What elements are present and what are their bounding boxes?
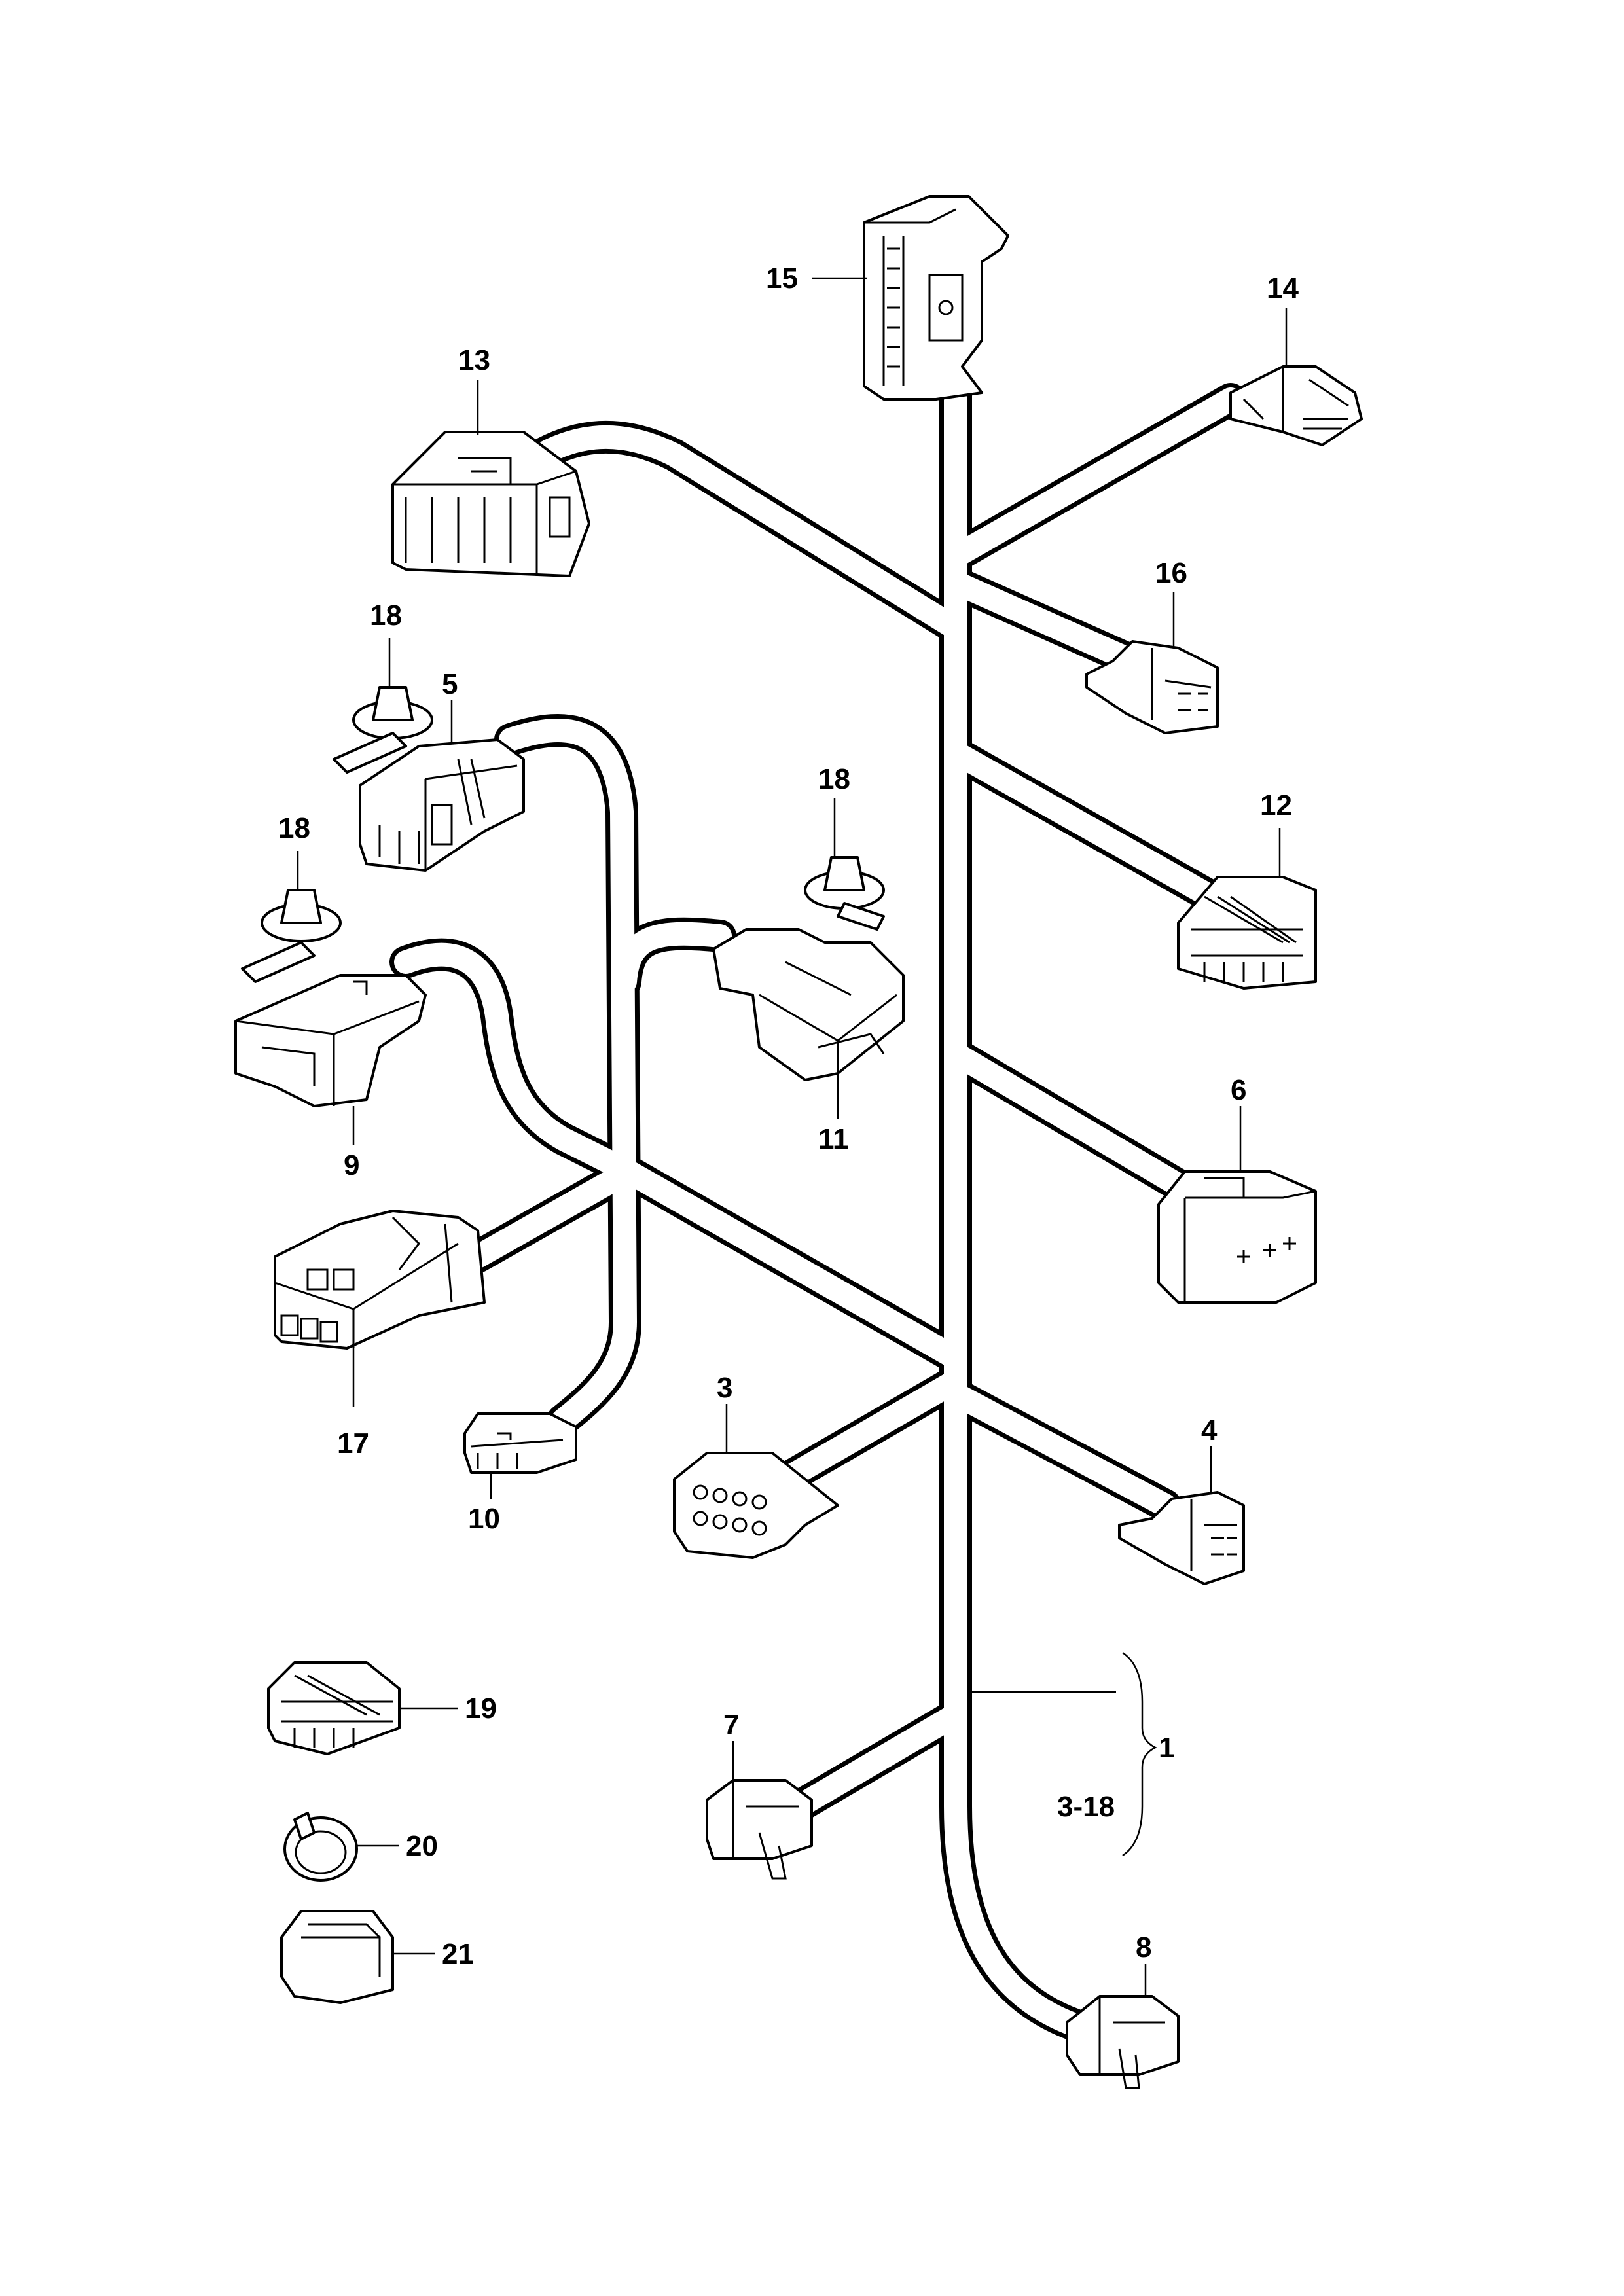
callout-12: 12 — [1260, 789, 1292, 821]
callout-3: 3 — [717, 1372, 732, 1404]
callout-17: 17 — [337, 1427, 369, 1460]
connector-3 — [673, 1452, 839, 1559]
callout-16: 16 — [1155, 557, 1187, 589]
connector-7 — [706, 1779, 813, 1880]
callout-18-b: 18 — [818, 763, 850, 795]
connector-16 — [1085, 640, 1219, 734]
callout-11: 11 — [818, 1123, 849, 1155]
connector-5 — [359, 738, 525, 872]
clip-18-a — [333, 686, 433, 774]
connector-14 — [1229, 365, 1363, 446]
callout-20: 20 — [406, 1830, 438, 1862]
connector-17 — [274, 1210, 486, 1350]
callout-7: 7 — [723, 1709, 739, 1741]
callout-1: 1 — [1159, 1732, 1174, 1764]
callout-10: 10 — [468, 1503, 500, 1535]
clip-18-b — [804, 856, 885, 931]
callout-21: 21 — [442, 1938, 474, 1970]
connector-10 — [463, 1412, 577, 1474]
callout-13: 13 — [458, 344, 490, 376]
connector-9 — [234, 974, 427, 1107]
callout-18-c: 18 — [278, 812, 310, 844]
connector-8 — [1066, 1995, 1180, 2089]
callout-labels: 1 3-18 3 4 5 6 7 8 9 10 11 12 13 14 15 1… — [278, 262, 1299, 1970]
callout-15: 15 — [766, 262, 798, 295]
connector-12 — [1177, 876, 1317, 990]
part-20 — [283, 1812, 358, 1882]
part-19 — [267, 1661, 401, 1755]
callout-1-range: 3-18 — [1057, 1791, 1115, 1823]
callout-4: 4 — [1201, 1414, 1218, 1446]
clip-18-c — [241, 889, 342, 983]
connector-11 — [712, 928, 905, 1081]
callout-6: 6 — [1231, 1074, 1246, 1106]
callout-8: 8 — [1136, 1931, 1151, 1964]
connector-15 — [863, 195, 1009, 401]
callout-19: 19 — [465, 1693, 497, 1725]
connector-4 — [1118, 1491, 1245, 1585]
connector-6 — [1157, 1170, 1317, 1304]
callout-5: 5 — [442, 668, 458, 700]
connector-13 — [391, 431, 590, 577]
callout-14: 14 — [1267, 272, 1299, 304]
leader-lines — [297, 277, 1288, 1996]
callout-9: 9 — [344, 1149, 359, 1181]
part-21 — [280, 1910, 394, 2004]
wiring-harness — [389, 370, 1247, 2045]
callout-18-a: 18 — [370, 600, 402, 632]
